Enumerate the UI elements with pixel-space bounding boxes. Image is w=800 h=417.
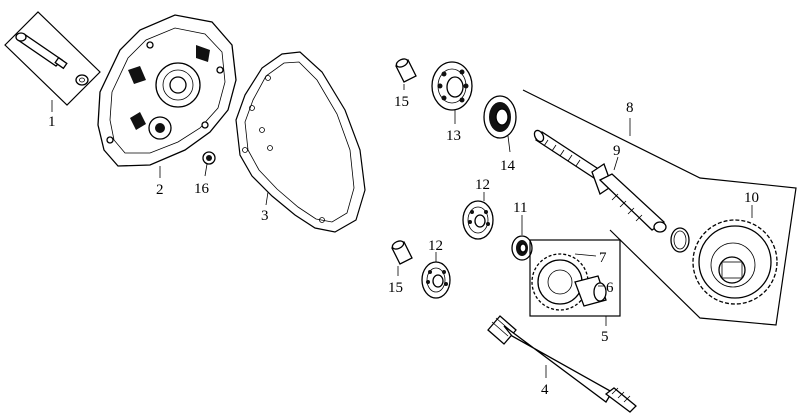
callout-15-lower: 15 [388, 280, 403, 296]
callout-2: 2 [156, 182, 164, 198]
part-circlip [670, 227, 690, 253]
part-15-dowel-top [395, 58, 417, 90]
callout-7: 7 [599, 250, 607, 266]
part-3-gasket [235, 51, 366, 233]
callout-6: 6 [606, 280, 614, 296]
part-14-oil-seal [483, 95, 517, 153]
part-8-assembly-outline [522, 89, 797, 326]
callout-labels: 1 2 3 4 5 6 7 8 9 10 11 12 12 13 14 15 1… [48, 94, 759, 398]
callout-9: 9 [613, 143, 621, 159]
part-9-splined-shaft [533, 129, 667, 233]
callout-13: 13 [446, 128, 461, 144]
callout-11: 11 [513, 200, 527, 216]
part-10-large-gear [692, 205, 778, 305]
callout-3: 3 [261, 208, 269, 224]
part-2-gear-case [97, 14, 237, 178]
callout-16: 16 [194, 181, 210, 197]
part-15-dowel-lower [391, 240, 413, 276]
part-11-washer [511, 215, 533, 261]
part-12-bearing-lower [421, 252, 451, 299]
callout-8: 8 [626, 100, 634, 116]
callout-1: 1 [48, 114, 56, 130]
part-1-pin-kit [4, 11, 101, 112]
callout-14: 14 [500, 158, 516, 174]
callout-12-lower: 12 [428, 238, 443, 254]
callout-10: 10 [744, 190, 759, 206]
callout-4: 4 [541, 382, 549, 398]
part-4-drive-shaft [487, 315, 637, 413]
callout-5: 5 [601, 329, 609, 345]
part-13-bearing [431, 61, 473, 124]
callout-15-top: 15 [394, 94, 409, 110]
part-16-nut [202, 151, 216, 177]
callout-12-upper: 12 [475, 177, 490, 193]
part-12-bearing-upper [462, 192, 494, 240]
part-5-gear-assembly [529, 239, 621, 326]
